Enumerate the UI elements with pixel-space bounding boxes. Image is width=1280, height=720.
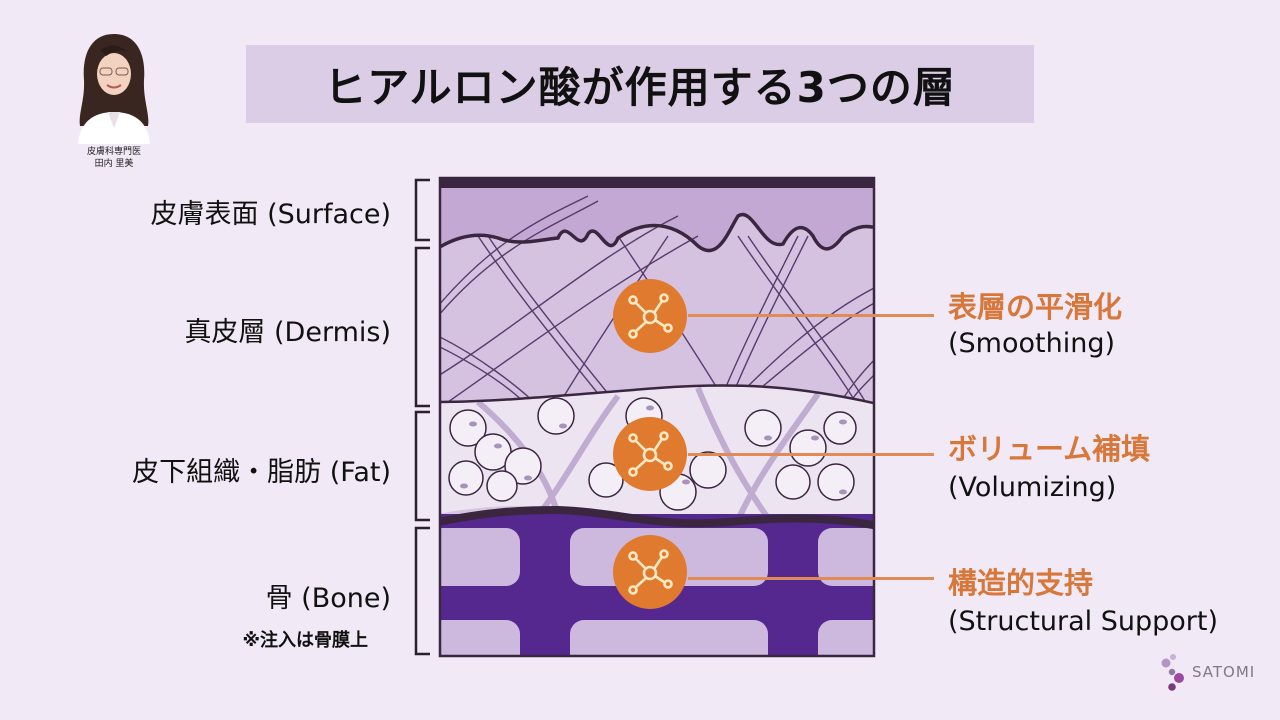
presenter-caption: 皮膚科専門医 田内 里美 (60, 146, 168, 170)
effect-structural-en: (Structural Support) (948, 606, 1219, 637)
title-banner: ヒアルロン酸が作用する3つの層 (246, 45, 1034, 123)
molecule-icon (612, 416, 688, 496)
molecule-icon (612, 278, 688, 358)
page-title: ヒアルロン酸が作用する3つの層 (324, 62, 956, 112)
effect-smoothing-en: (Smoothing) (948, 328, 1115, 359)
leader-line-structural (688, 577, 934, 580)
leader-line-smoothing (688, 314, 934, 317)
layer-label-bone: 骨 (Bone) (265, 583, 391, 614)
presenter-avatar (70, 28, 158, 144)
brand-name: SATOMI (1192, 663, 1256, 681)
bone-injection-note: ※注入は骨膜上 (242, 630, 369, 651)
layer-label-fat: 皮下組織・脂肪 (Fat) (132, 457, 391, 488)
layer-label-dermis: 真皮層 (Dermis) (184, 317, 391, 348)
presenter-role: 皮膚科専門医 (86, 147, 141, 157)
molecule-icon (612, 534, 688, 614)
layer-label-surface: 皮膚表面 (Surface) (150, 199, 391, 230)
leader-line-volumizing (688, 453, 934, 456)
presenter-name: 田内 里美 (94, 159, 134, 169)
effect-volumizing-jp: ボリューム補填 (948, 432, 1151, 466)
effect-structural-jp: 構造的支持 (948, 566, 1094, 600)
brand-logo: SATOMI (1160, 652, 1255, 692)
effect-smoothing-jp: 表層の平滑化 (948, 290, 1123, 324)
layer-brackets (414, 178, 430, 656)
effect-volumizing-en: (Volumizing) (948, 472, 1117, 503)
brand-dots-icon (1161, 654, 1184, 691)
